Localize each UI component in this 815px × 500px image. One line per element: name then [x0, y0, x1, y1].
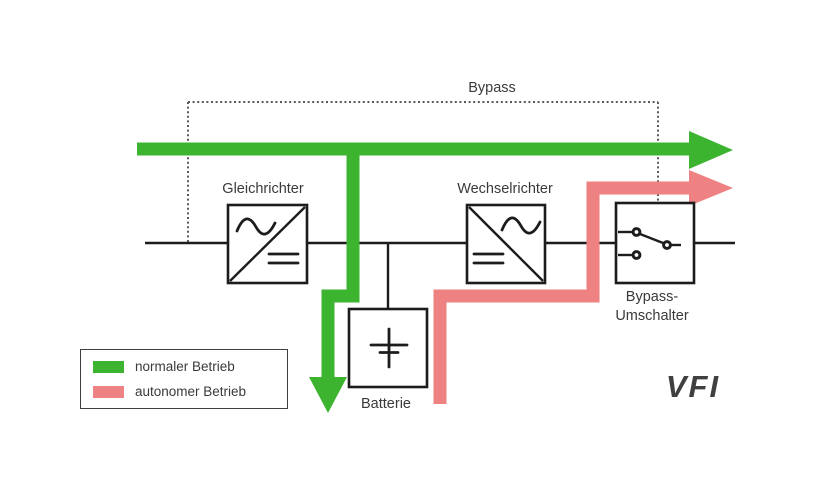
autonomous-operation-swatch	[93, 385, 124, 398]
legend-label-normal: normaler Betrieb	[135, 359, 235, 374]
ac-sine-icon	[500, 216, 542, 235]
switch-blade	[639, 232, 664, 245]
normal-operation-swatch	[93, 360, 124, 373]
normal-flow-down-arrowhead	[309, 377, 347, 413]
vfi-label: VFI	[665, 369, 721, 404]
legend-item-autonomous: autonomer Betrieb	[93, 384, 287, 399]
dc-equals-icon	[472, 252, 505, 265]
bypass-switch-label-line1: Bypass-	[625, 289, 679, 305]
switch-lower-contact	[631, 250, 642, 260]
bypass-switch-outline	[614, 201, 696, 285]
normal-flow-arrow	[137, 131, 733, 413]
autonomous-flow-arrowhead	[689, 170, 733, 206]
rectifier-box	[226, 203, 309, 285]
normal-flow-arrowhead	[689, 131, 733, 169]
legend-item-normal: normaler Betrieb	[93, 359, 287, 374]
autonomous-flow-line	[433, 181, 691, 404]
inverter-diagonal	[468, 206, 544, 282]
battery-label: Batterie	[361, 396, 411, 412]
bypass-switch-label: Bypass- Umschalter	[615, 288, 688, 326]
legend-label-autonomous: autonomer Betrieb	[135, 384, 247, 399]
rectifier-diagonal	[229, 206, 306, 282]
switch-icon	[618, 227, 681, 260]
inverter-box	[465, 203, 547, 285]
battery-box	[347, 307, 429, 389]
autonomous-flow-arrow	[433, 170, 733, 404]
switch-upper-contact	[631, 227, 642, 237]
bypass-switch-label-line2: Umschalter	[615, 308, 689, 324]
inverter-label: Wechselrichter	[457, 181, 553, 197]
normal-flow-branch	[321, 146, 360, 379]
legend: normaler Betrieb autonomer Betrieb	[80, 349, 288, 409]
ac-sine-icon	[235, 217, 277, 236]
rectifier-label: Gleichrichter	[222, 181, 304, 197]
bypass-switch-box	[614, 201, 696, 285]
battery-cell-icon	[369, 327, 409, 369]
dc-equals-icon	[267, 252, 300, 265]
bypass-label: Bypass	[468, 80, 516, 96]
switch-common-contact	[662, 240, 672, 250]
circuit-lines	[145, 241, 735, 309]
